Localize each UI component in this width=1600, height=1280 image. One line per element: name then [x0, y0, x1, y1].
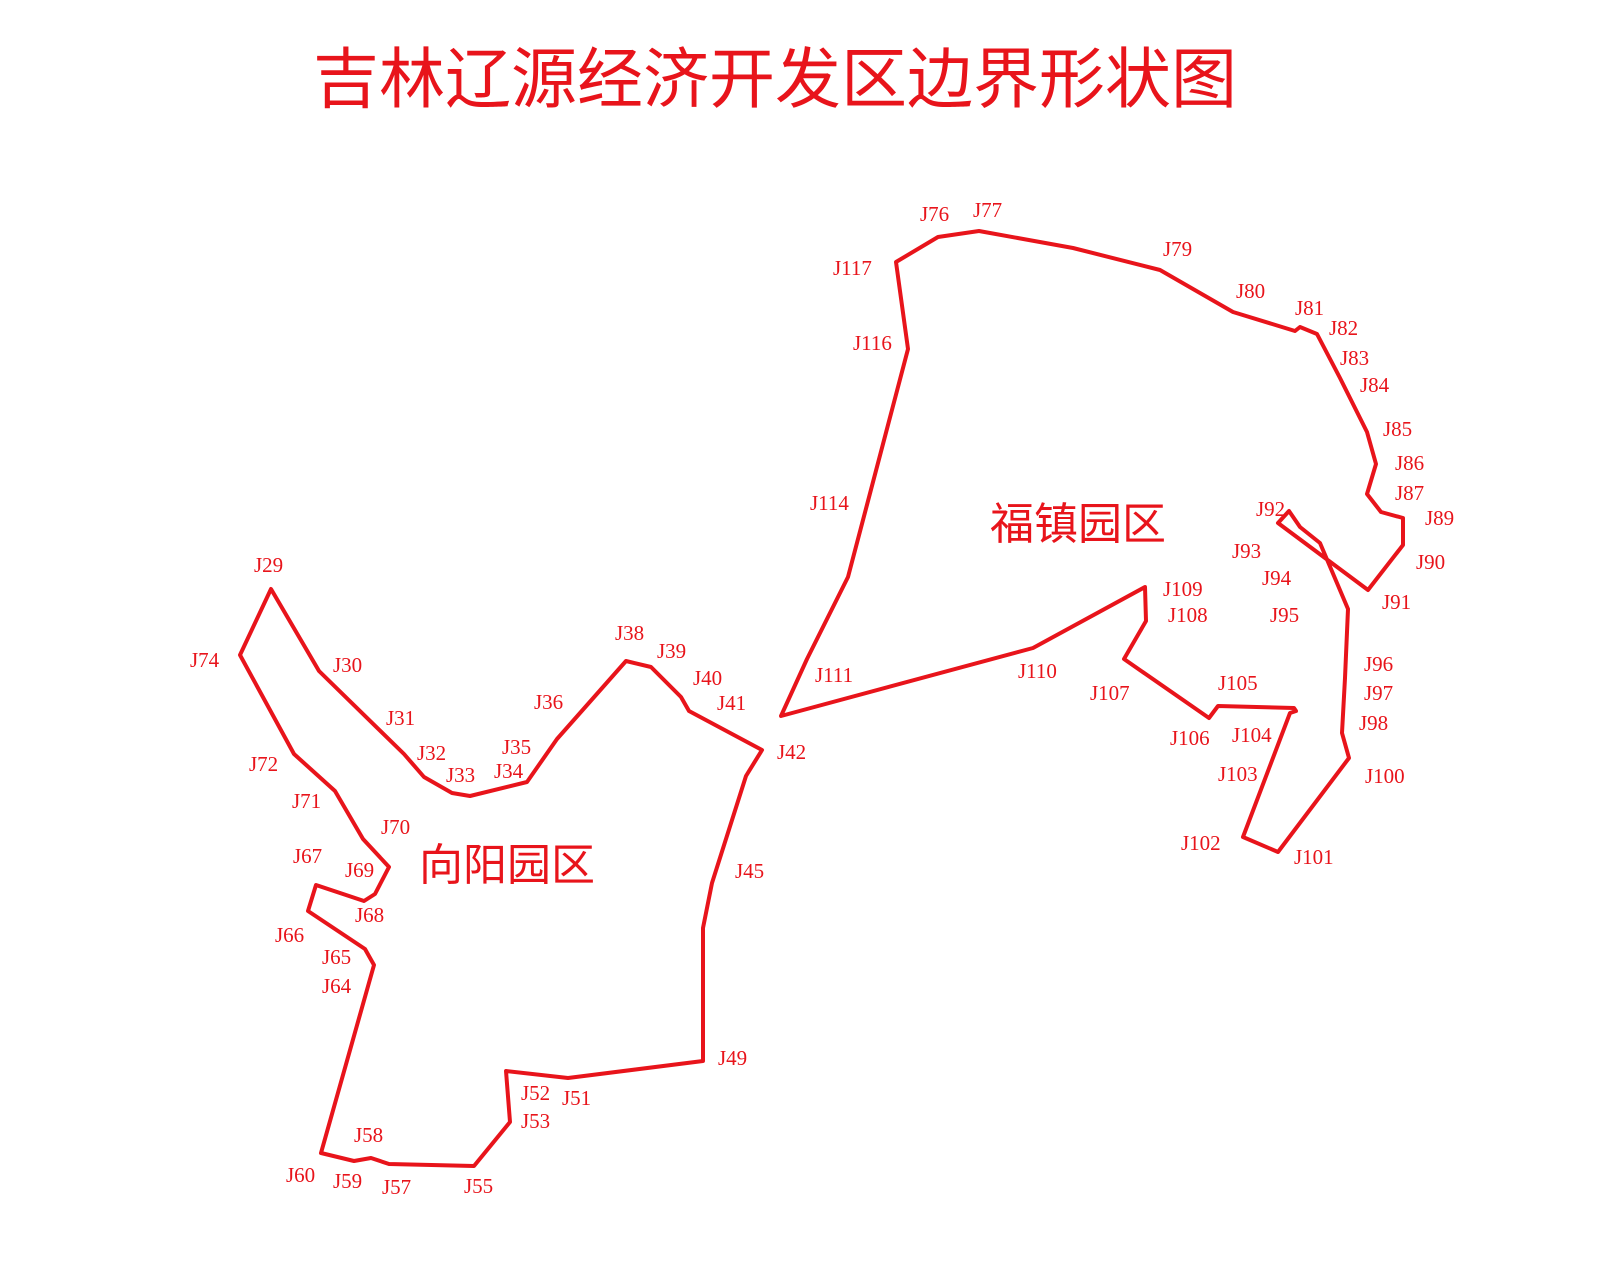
- point-label: J34: [494, 759, 524, 783]
- point-label: J108: [1168, 603, 1208, 627]
- point-label: J93: [1232, 539, 1261, 563]
- point-label: J57: [382, 1175, 411, 1199]
- point-label: J84: [1360, 373, 1390, 397]
- point-label: J49: [718, 1046, 747, 1070]
- point-label: J98: [1359, 711, 1388, 735]
- point-label: J95: [1270, 603, 1299, 627]
- map-title: 吉林辽源经济开发区边界形状图: [313, 44, 1237, 117]
- point-label: J114: [810, 491, 849, 515]
- point-label: J52: [521, 1081, 550, 1105]
- point-label: J117: [833, 256, 872, 280]
- point-label: J29: [254, 553, 283, 577]
- point-label: J30: [333, 653, 362, 677]
- point-label: J74: [190, 648, 220, 672]
- zone-label-xiangyang: 向阳园区: [419, 841, 595, 890]
- point-label: J72: [249, 752, 278, 776]
- point-label: J100: [1365, 764, 1405, 788]
- point-label: J67: [293, 844, 322, 868]
- point-label: J116: [853, 331, 892, 355]
- point-label: J80: [1236, 279, 1265, 303]
- point-label: J41: [717, 691, 746, 715]
- point-label: J90: [1416, 550, 1445, 574]
- zone-label-fuzhen: 福镇园区: [990, 500, 1166, 549]
- point-label: J76: [920, 202, 949, 226]
- fuzhen-point-labels: J76 J77 J79 J80 J81 J82 J83 J84 J85 J86 …: [810, 198, 1454, 869]
- point-label: J42: [777, 740, 806, 764]
- point-label: J38: [615, 621, 644, 645]
- point-label: J101: [1294, 845, 1334, 869]
- point-label: J94: [1262, 566, 1292, 590]
- point-label: J36: [534, 690, 563, 714]
- point-label: J71: [292, 789, 321, 813]
- point-label: J87: [1395, 481, 1424, 505]
- point-label: J65: [322, 945, 351, 969]
- point-label: J86: [1395, 451, 1424, 475]
- point-label: J55: [464, 1174, 493, 1198]
- fuzhen-boundary: [779, 229, 1405, 854]
- point-label: J64: [322, 974, 352, 998]
- point-label: J109: [1163, 577, 1203, 601]
- point-label: J45: [735, 859, 764, 883]
- point-label: J66: [275, 923, 304, 947]
- point-label: J32: [417, 741, 446, 765]
- point-label: J69: [345, 858, 374, 882]
- point-label: J68: [355, 903, 384, 927]
- point-label: J33: [446, 763, 475, 787]
- point-label: J92: [1256, 497, 1285, 521]
- point-label: J31: [386, 706, 415, 730]
- point-label: J70: [381, 815, 410, 839]
- xiangyang-boundary: [238, 587, 764, 1168]
- point-label: J111: [815, 663, 853, 687]
- point-label: J96: [1364, 652, 1393, 676]
- point-label: J89: [1425, 506, 1454, 530]
- point-label: J97: [1364, 681, 1393, 705]
- point-label: J60: [286, 1163, 315, 1187]
- point-label: J82: [1329, 316, 1358, 340]
- point-label: J104: [1232, 723, 1272, 747]
- point-label: J39: [657, 639, 686, 663]
- point-label: J35: [502, 735, 531, 759]
- point-label: J58: [354, 1123, 383, 1147]
- point-label: J110: [1018, 659, 1057, 683]
- point-label: J102: [1181, 831, 1221, 855]
- point-label: J105: [1218, 671, 1258, 695]
- point-label: J51: [562, 1086, 591, 1110]
- point-label: J40: [693, 666, 722, 690]
- point-label: J91: [1382, 590, 1411, 614]
- point-label: J106: [1170, 726, 1210, 750]
- point-label: J77: [973, 198, 1002, 222]
- xiangyang-point-labels: J29 J30 J31 J32 J33 J34 J35 J36 J38 J39 …: [190, 553, 806, 1199]
- point-label: J83: [1340, 346, 1369, 370]
- point-label: J79: [1163, 237, 1192, 261]
- point-label: J81: [1295, 296, 1324, 320]
- point-label: J103: [1218, 762, 1258, 786]
- point-label: J53: [521, 1109, 550, 1133]
- point-label: J59: [333, 1169, 362, 1193]
- point-label: J107: [1090, 681, 1130, 705]
- point-label: J85: [1383, 417, 1412, 441]
